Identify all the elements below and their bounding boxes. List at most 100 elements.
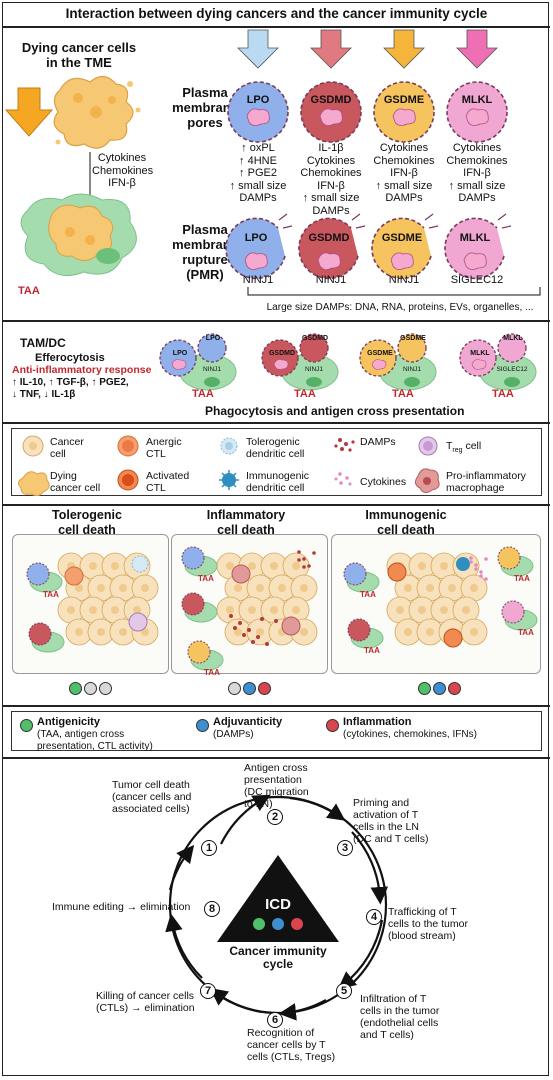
activated-ctl-icon bbox=[117, 469, 139, 491]
phago-taa-label: TAA bbox=[192, 388, 214, 400]
key-dot-antigenicity bbox=[20, 719, 33, 732]
death-title-1: Inflammatory cell death bbox=[206, 508, 286, 537]
key-text-antigenicity: (TAA, antigen cross presentation, CTL ac… bbox=[37, 729, 153, 752]
phago-group-mlkl bbox=[459, 333, 537, 391]
legend-label-dying-cancer-cell: Dying cancer cell bbox=[50, 470, 101, 494]
scene-taa-label: TAA bbox=[360, 590, 376, 599]
icd-triangle bbox=[217, 855, 339, 942]
engulfed-cell-icon bbox=[159, 339, 197, 377]
damps-icon bbox=[334, 438, 355, 452]
death-scene-1 bbox=[181, 546, 318, 671]
engulfed-cell-icon bbox=[459, 339, 497, 377]
death-indicator-dot-2-2 bbox=[448, 682, 461, 695]
key-text-adjuvanticity: (DAMPs) bbox=[213, 729, 254, 740]
key-dot-adjuvanticity bbox=[196, 719, 209, 732]
dying-cancer-cells-icon bbox=[53, 75, 141, 149]
left-taa-label: TAA bbox=[18, 285, 40, 297]
macrophage-icon bbox=[231, 564, 251, 584]
key-title-antigenicity: Antigenicity bbox=[37, 716, 100, 728]
scene-taa-label: TAA bbox=[364, 646, 380, 655]
cycle-step-number-8: 8 bbox=[204, 901, 220, 917]
phago-pmr-label: SIGLEC12 bbox=[496, 366, 528, 373]
phago-taa-label: TAA bbox=[392, 388, 414, 400]
key-box bbox=[11, 711, 542, 751]
tam-line-2: ↓ TNF, ↓ IL-1β bbox=[12, 389, 76, 400]
activated-ctl-icon bbox=[443, 628, 463, 648]
death-title-2: Immunogenic cell death bbox=[365, 508, 447, 537]
triangle-dot-adjuvanticity bbox=[272, 918, 284, 930]
cycle-step-number-6: 6 bbox=[267, 1012, 283, 1028]
legend-label-treg-cell: Treg cell bbox=[446, 440, 481, 457]
cytokines-icon bbox=[334, 472, 352, 486]
tam-dc-title: TAM/DC bbox=[20, 336, 66, 350]
phago-label-lpo: LPO bbox=[172, 350, 188, 357]
pore-release-text-gsdme: Cytokines Chemokines IFN-β ↑ small size … bbox=[373, 142, 435, 204]
anergic-ctl-icon bbox=[117, 435, 139, 457]
key-title-adjuvanticity: Adjuvanticity bbox=[213, 716, 283, 728]
pmr-bracket bbox=[247, 287, 541, 296]
section-divider-5 bbox=[3, 757, 550, 759]
rupture-label-gsdme: GSDME bbox=[381, 232, 423, 244]
cycle-step-text-5: Infiltration of T cells in the tumor (en… bbox=[360, 993, 440, 1041]
treg-sub: reg bbox=[452, 447, 463, 455]
death-indicator-dot-1-0 bbox=[228, 682, 241, 695]
left-cytokines-text: Cytokines Chemokines IFN-β bbox=[92, 152, 154, 189]
death-indicator-dot-2-1 bbox=[433, 682, 446, 695]
legend-label-activated-ctl: Activated CTL bbox=[146, 470, 190, 494]
phago-pmr-label: NINJ1 bbox=[402, 366, 422, 373]
immunogenic-dc-icon bbox=[456, 557, 470, 571]
cycle-step-number-3: 3 bbox=[337, 840, 353, 856]
cycle-step-text-1: Tumor cell death (cancer cells and assoc… bbox=[112, 779, 192, 815]
ruptured-cell-icon bbox=[225, 213, 293, 280]
death-indicator-dot-2-0 bbox=[418, 682, 431, 695]
down-arrow-icon bbox=[456, 29, 498, 69]
phago-label-gsdme: GSDME bbox=[367, 350, 393, 357]
death-indicator-dot-0-1 bbox=[84, 682, 97, 695]
immunogenic-dc-icon bbox=[219, 470, 239, 490]
phago-label-2-gsdmd: GSDMD bbox=[301, 335, 329, 342]
scene-taa-label: TAA bbox=[43, 590, 59, 599]
rupture-label-lpo: LPO bbox=[244, 232, 268, 244]
protein-column-graphic bbox=[371, 29, 439, 280]
phago-label-2-gsdme: GSDME bbox=[400, 335, 426, 342]
death-indicator-dot-0-0 bbox=[69, 682, 82, 695]
icd-label: ICD bbox=[265, 896, 291, 913]
scene-taa-label: TAA bbox=[514, 574, 530, 583]
treg-t: T bbox=[446, 440, 453, 452]
death-scene-2 bbox=[343, 546, 538, 649]
phago-group-gsdmd bbox=[261, 333, 339, 391]
row-label-rupture: Plasma membrane rupture (PMR) bbox=[172, 222, 238, 282]
row-label-pores: Plasma membrane pores bbox=[172, 85, 238, 130]
protein-column-graphic bbox=[298, 29, 366, 280]
macrophage-icon bbox=[281, 616, 301, 636]
legend-label-tolerogenic-dc: Tolerogenic dendritic cell bbox=[246, 436, 305, 460]
pmr-protein-gsdme: NINJ1 bbox=[388, 274, 420, 286]
efferocytosis-label: Efferocytosis bbox=[35, 352, 105, 364]
down-arrow-icon bbox=[310, 29, 352, 69]
anti-inflammatory-label: Anti-inflammatory response bbox=[12, 364, 152, 376]
pore-release-text-mlkl: Cytokines Chemokines IFN-β ↑ small size … bbox=[446, 142, 508, 204]
protein-column-graphic bbox=[444, 29, 512, 280]
cycle-step-text-2: Antigen cross presentation (DC migration… bbox=[244, 762, 309, 810]
scene-taa-label: TAA bbox=[204, 668, 220, 677]
cycle-step-number-5: 5 bbox=[336, 983, 352, 999]
nucleus-icon bbox=[392, 108, 416, 126]
engulfed-cell-icon bbox=[497, 333, 527, 363]
pmr-protein-gsdmd: NINJ1 bbox=[315, 274, 347, 286]
engulfed-cell-icon bbox=[359, 339, 397, 377]
death-indicator-dot-1-1 bbox=[243, 682, 256, 695]
phago-taa-label: TAA bbox=[492, 388, 514, 400]
scene-taa-label: TAA bbox=[198, 574, 214, 583]
cell-legend-box bbox=[11, 428, 542, 496]
protein-label-mlkl: MLKL bbox=[461, 94, 493, 106]
section-divider-4 bbox=[3, 705, 550, 707]
phago-label-2-mlkl: MLKL bbox=[503, 335, 523, 342]
engulfed-cell-icon bbox=[197, 333, 227, 363]
scene-taa-label: TAA bbox=[518, 628, 534, 637]
ruptured-cell-icon bbox=[444, 213, 512, 280]
cancer-cell-icon bbox=[22, 435, 44, 457]
protein-label-gsdmd: GSDMD bbox=[310, 94, 352, 106]
engulfed-cell-icon bbox=[397, 333, 427, 363]
ruptured-cell-icon bbox=[371, 213, 439, 280]
